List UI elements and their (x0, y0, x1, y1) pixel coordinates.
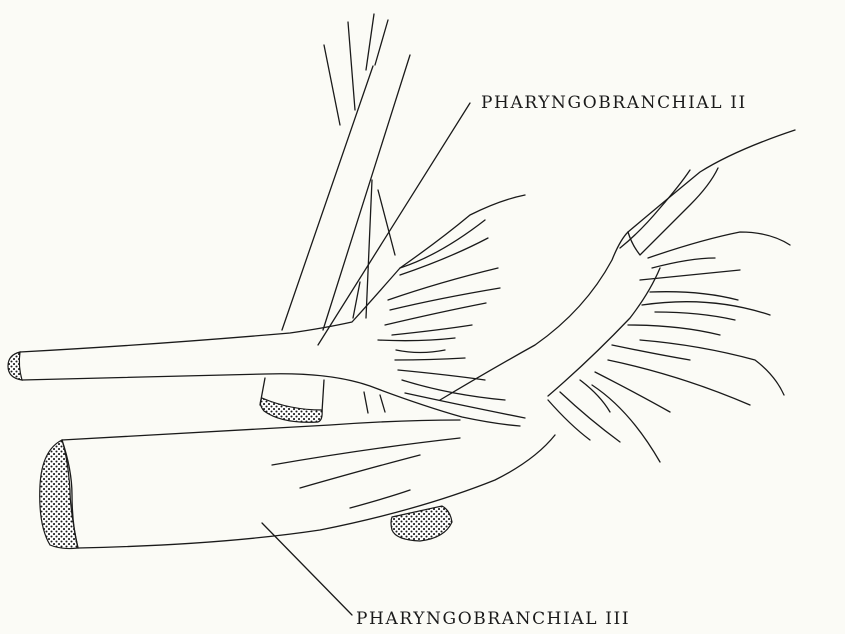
pharyngobranchial-2-bone (8, 195, 525, 426)
pharyngobranchial-3-bone (40, 420, 555, 549)
label-pharyngobranchial-3: PHARYNGOBRANCHIAL III (356, 609, 630, 629)
upper-slanted-rods (282, 14, 410, 330)
label-pharyngobranchial-2: PHARYNGOBRANCHIAL II (481, 93, 747, 113)
